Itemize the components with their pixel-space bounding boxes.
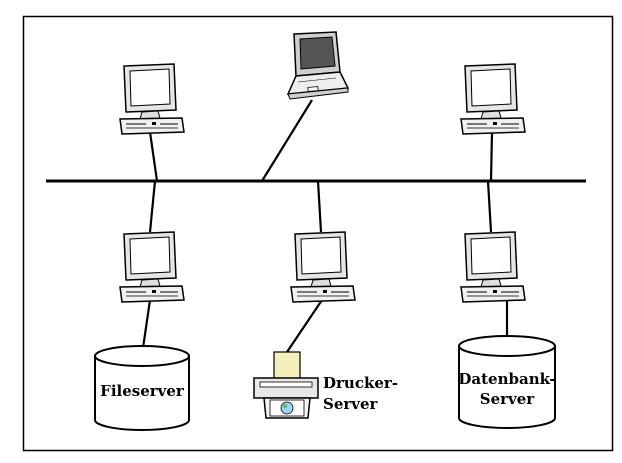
datenbank-label-line2: Server [480,390,536,408]
desktop-computer-icon [290,231,356,303]
datenbank-label-line1: Datenbank- [458,370,555,388]
link-drucker [284,299,323,356]
link-bottom-right-pc [486,180,493,233]
link-bottom-middle-pc [316,180,323,233]
diagram-border [22,15,614,452]
desktop-computer-icon [460,231,526,303]
desktop-computer-icon [119,63,185,135]
connection-lines [141,99,509,356]
drucker-label-line1: Drucker- [323,374,398,392]
fileserver-label: Fileserver [100,382,185,400]
link-laptop [261,99,313,182]
fileserver-cylinder [94,345,190,431]
drucker-label-line2: Server [323,395,379,413]
link-top-left-pc [148,131,159,182]
laptop-icon [286,31,350,100]
datenbank-server-cylinder [458,335,556,429]
link-fileserver [141,299,152,349]
desktop-computer-icon [460,63,526,135]
link-top-right-pc [489,131,494,182]
link-bottom-left-pc [148,180,157,233]
printer-icon [253,351,319,419]
desktop-computer-icon [119,231,185,303]
